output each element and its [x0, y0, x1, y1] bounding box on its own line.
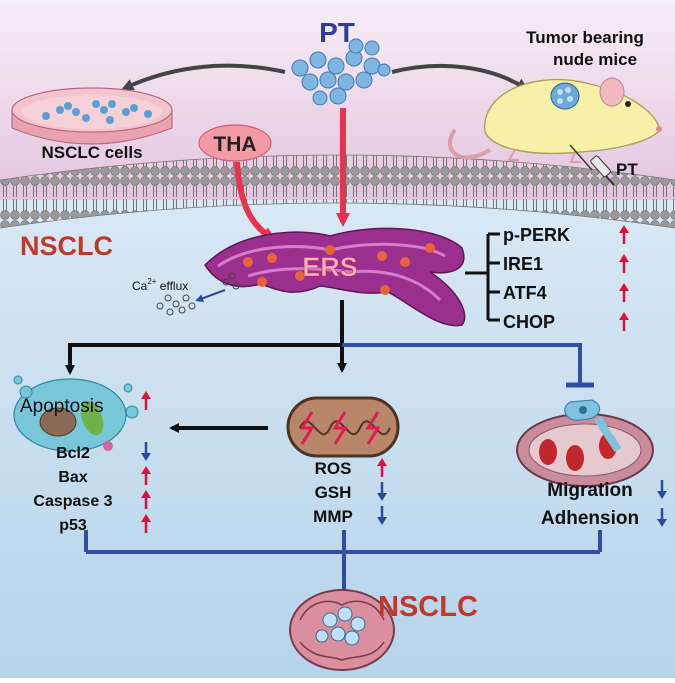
mitochondrion	[286, 396, 400, 458]
ers-marker-label: IRE1	[503, 254, 543, 274]
tumor-illustration	[289, 589, 395, 671]
arrow-to-mice	[391, 63, 529, 91]
mice-label-line1: Tumor bearing	[526, 28, 644, 47]
pt-label: PT	[319, 17, 355, 48]
pt-particle-cluster	[291, 38, 391, 106]
apoptosis-marker-label: Bcl2	[56, 445, 90, 462]
migration-marker-label: Migration	[547, 480, 633, 501]
ers-marker-change-arrow	[619, 254, 629, 273]
ers-marker-label: CHOP	[503, 312, 555, 332]
apoptosis-marker-change-arrow	[141, 442, 151, 461]
inhibition-lines	[84, 343, 602, 605]
ca-efflux-label: Ca2+ efflux	[132, 277, 188, 293]
tha-oval	[198, 124, 272, 162]
syringe-pt-label: PT	[616, 160, 638, 179]
mito-marker-change-arrow	[377, 458, 387, 477]
arrow-to-culture	[121, 63, 286, 91]
apoptosis-marker-change-arrow	[141, 490, 151, 509]
mito-marker-label: GSH	[315, 483, 352, 502]
ers-marker-label: ATF4	[503, 283, 547, 303]
ca-efflux-arrow	[195, 289, 226, 303]
migration-marker-change-arrow	[657, 480, 667, 499]
petri-dish	[11, 87, 173, 145]
mito-marker-label: MMP	[313, 507, 353, 526]
apoptosis-marker-label: Caspase 3	[33, 493, 112, 510]
apoptosis-title: Apoptosis	[20, 396, 103, 417]
ers-label: ERS	[302, 252, 358, 282]
blood-vessel	[516, 399, 654, 487]
ers-marker-change-arrow	[619, 283, 629, 302]
migration-marker-change-arrow	[657, 508, 667, 527]
mice-label-line2: nude mice	[553, 50, 637, 69]
region-label: NSCLC	[20, 231, 113, 261]
migration-marker-label: Adhension	[541, 508, 639, 529]
culture-label: NSCLC cells	[41, 143, 142, 162]
mito-marker-change-arrow	[377, 482, 387, 501]
ers-marker-change-arrow	[619, 312, 629, 331]
ers-marker-change-arrow	[619, 225, 629, 244]
cell-membrane	[0, 155, 675, 228]
ers-marker-label: p-PERK	[503, 225, 570, 245]
apoptosis-marker-change-arrow	[141, 514, 151, 533]
apoptosis-marker-label: Bax	[58, 469, 87, 486]
tha-label: THA	[213, 133, 256, 156]
apoptosis-change-arrow	[141, 391, 151, 410]
mouse-illustration	[448, 77, 662, 163]
mito-marker-label: ROS	[315, 459, 352, 478]
ca-ion-cluster	[156, 272, 240, 316]
apoptotic-cell	[13, 375, 139, 452]
apoptosis-change-arrow	[141, 391, 151, 410]
mito-marker-change-arrow	[377, 506, 387, 525]
syringe-icon	[569, 144, 615, 186]
mito-marker-list: ROS GSH MMP	[313, 458, 387, 526]
er-organelle	[204, 227, 466, 327]
apoptosis-marker-change-arrow	[141, 466, 151, 485]
ers-marker-bracket	[465, 232, 500, 322]
ers-downstream-arrows	[65, 300, 347, 433]
tumor-label: NSCLC	[378, 591, 478, 623]
apoptosis-marker-label: p53	[59, 517, 87, 534]
